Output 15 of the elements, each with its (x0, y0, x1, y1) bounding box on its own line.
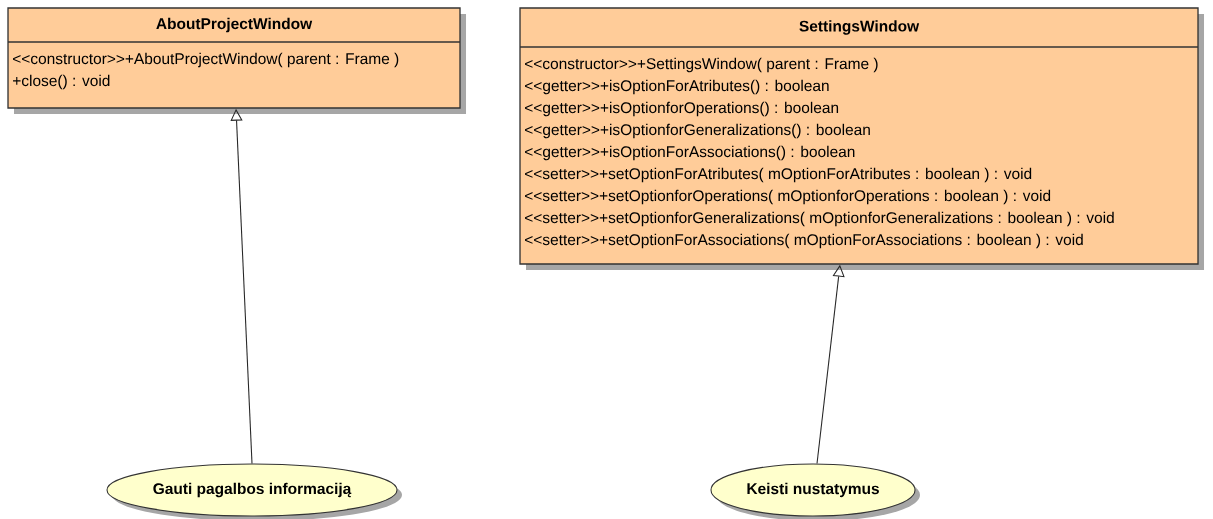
operation: <<constructor>>+SettingsWindow( parent : Frame ) (525, 57, 878, 73)
operation: <<setter>>+setOptionforGeneralizations( mOptionforGeneralizations : boolean ) : void (525, 211, 1114, 227)
operation: <<getter>>+isOptionforGeneralizations() : boolean (525, 123, 870, 139)
class-box (519, 7, 1204, 270)
operation: <<setter>>+setOptionForAssociations( mOptionForAssociations : boolean ) : void (525, 233, 1083, 249)
operation: <<constructor>>+AboutProjectWindow( parent : Frame ) (13, 52, 399, 68)
operation: <<getter>>+isOptionforOperations() : boolean (525, 101, 839, 117)
operation: <<setter>>+setOptionForAtributes( mOptionForAtributes : boolean ) : void (525, 167, 1032, 183)
operation: <<getter>>+isOptionForAssociations() : boolean (525, 145, 855, 161)
class-name: AboutProjectWindow (156, 17, 313, 33)
class-box (7, 7, 466, 114)
operation: <<getter>>+isOptionForAtributes() : boolean (525, 79, 829, 95)
operation: <<setter>>+setOptionforOperations( mOptionforOperations : boolean ) : void (525, 189, 1051, 205)
operation: +close() : void (13, 74, 110, 90)
class-name: SettingsWindow (799, 20, 920, 35)
